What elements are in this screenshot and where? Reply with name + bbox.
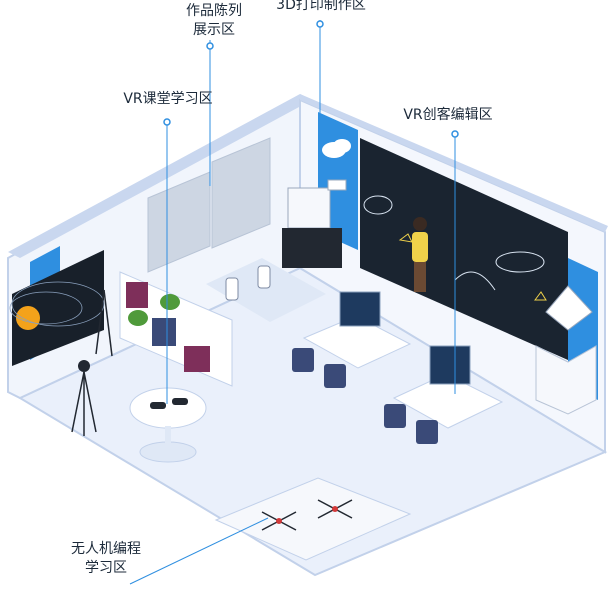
cloud-icon [322, 139, 351, 158]
books [126, 282, 210, 372]
right-wall-top [300, 94, 608, 232]
display-panel-1 [147, 171, 211, 273]
table-post [165, 426, 171, 450]
leader-dots [163, 20, 459, 138]
label-3d-printing: 3D打印制作区 [276, 0, 366, 13]
teacher-figure [412, 217, 428, 292]
display-panel-2 [211, 137, 271, 249]
label-vr-maker: VR创客编辑区 [403, 107, 493, 123]
robot-icon [225, 265, 271, 301]
label-vr-classroom: VR课堂学习区 [123, 91, 213, 107]
drone-mat [214, 477, 412, 561]
hologram-display-icon [535, 285, 597, 415]
chairs [292, 348, 438, 444]
plant-icon [128, 294, 180, 326]
monitor-icon [339, 291, 381, 327]
desk-2 [392, 345, 504, 429]
label-drone: 无人机编程 学习区 [71, 541, 141, 576]
label-works-display: 作品陈列 展示区 [186, 3, 242, 38]
round-table [129, 387, 207, 429]
tripod-icon [71, 289, 113, 436]
sun-icon [16, 306, 40, 330]
leader-lines [129, 20, 456, 585]
drone-lights [276, 506, 338, 524]
camera-icon [78, 360, 90, 372]
3d-printer-icon [282, 179, 347, 268]
chalkboard [360, 138, 568, 360]
robot-platform [206, 258, 326, 322]
solar-system-poster [12, 250, 104, 366]
chalkboard-doodles [363, 195, 547, 301]
monitor-icon [429, 345, 471, 385]
vr-headset-icon [150, 398, 188, 409]
orbit-lines [9, 281, 105, 327]
desk-1 [302, 291, 412, 369]
left-wall-top [8, 94, 312, 258]
